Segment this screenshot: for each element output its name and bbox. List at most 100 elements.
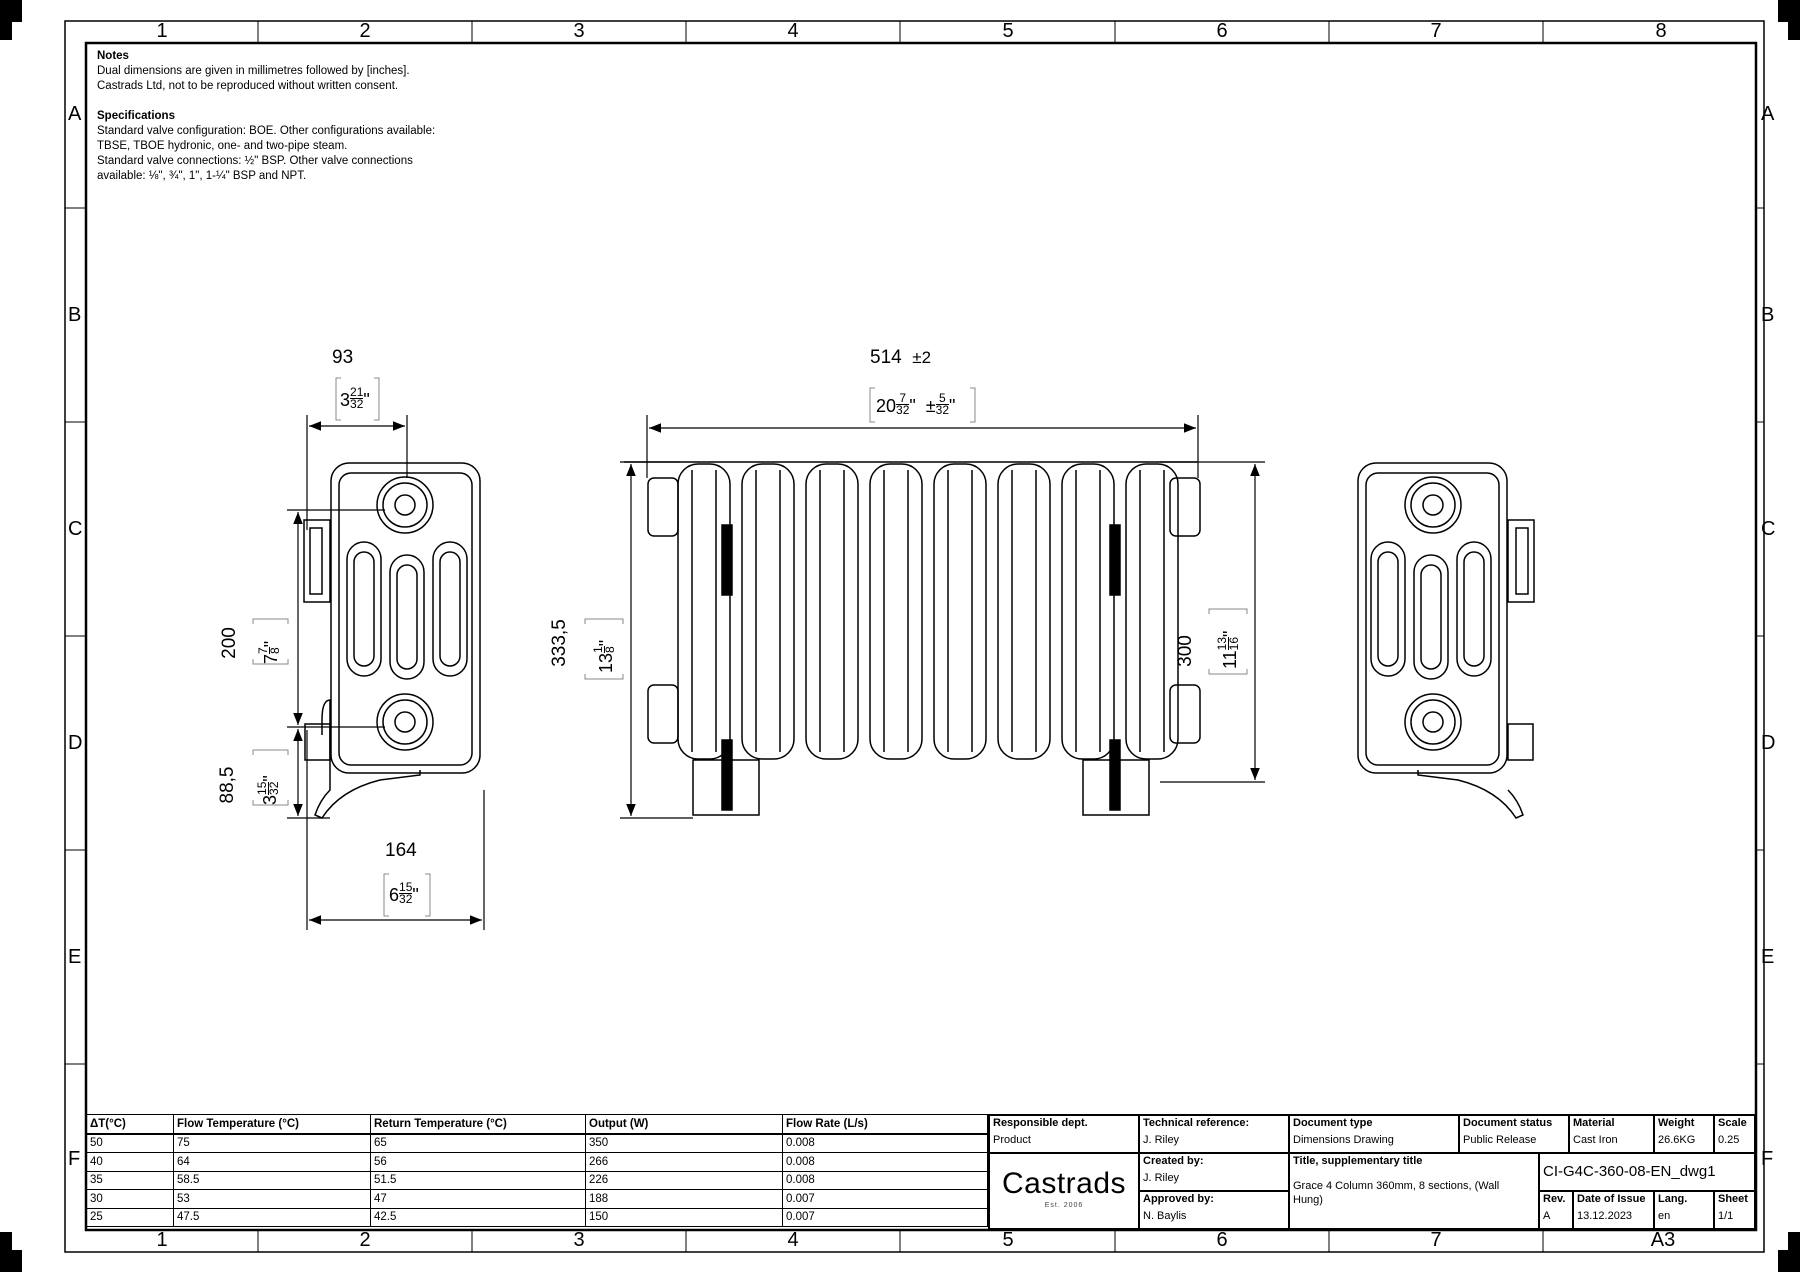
spec-line: Standard valve connections: ½" BSP. Othe… bbox=[97, 155, 413, 167]
dim-den: 32 bbox=[399, 892, 413, 906]
dim-side-bottom-mm: 164 bbox=[385, 840, 417, 861]
approved-by-cell: Approved by: N. Baylis bbox=[1139, 1191, 1289, 1229]
zone-col-7-bottom: 7 bbox=[1430, 1229, 1442, 1251]
field-label: Scale bbox=[1718, 1117, 1747, 1129]
field-value: Public Release bbox=[1463, 1134, 1537, 1146]
zone-col-4: 4 bbox=[787, 20, 799, 42]
specifications-heading: Specifications bbox=[97, 110, 175, 122]
created-by-cell: Created by: J. Riley bbox=[1139, 1153, 1289, 1191]
table-header: Flow Temperature (°C) bbox=[173, 1114, 371, 1135]
table-header: Output (W) bbox=[585, 1114, 783, 1135]
zone-row-c-right: C bbox=[1761, 518, 1776, 540]
table-cell: 25 bbox=[86, 1207, 174, 1227]
table-cell: 350 bbox=[585, 1133, 783, 1153]
dim-den: 32 bbox=[267, 781, 281, 795]
zone-row-d: D bbox=[68, 732, 83, 754]
sheet-cell: Sheet 1/1 bbox=[1714, 1191, 1755, 1229]
table-cell: 47 bbox=[370, 1189, 586, 1209]
field-value: 26.6KG bbox=[1658, 1134, 1696, 1146]
dim-whole: 7 bbox=[261, 653, 281, 664]
table-cell: 64 bbox=[173, 1152, 371, 1172]
zone-col-2: 2 bbox=[359, 20, 371, 42]
field-value: 13.12.2023 bbox=[1577, 1210, 1633, 1222]
zone-row-e: E bbox=[68, 946, 82, 968]
table-cell: 75 bbox=[173, 1133, 371, 1153]
dim-whole: 6 bbox=[389, 885, 400, 905]
table-cell: 188 bbox=[585, 1189, 783, 1209]
table-header: Flow Rate (L/s) bbox=[782, 1114, 988, 1135]
spec-line: Standard valve configuration: BOE. Other… bbox=[97, 125, 436, 137]
dim-num: 7 bbox=[896, 392, 910, 405]
dim-value: 514 bbox=[870, 347, 902, 368]
notes-block: Notes Dual dimensions are given in milli… bbox=[97, 49, 477, 184]
dim-num: 21 bbox=[350, 385, 364, 399]
dim-den: 32 bbox=[350, 397, 364, 411]
dim-tolerance: ±2 bbox=[912, 348, 932, 367]
field-label: Sheet bbox=[1718, 1193, 1748, 1205]
tech-ref-cell: Technical reference: J. Riley bbox=[1139, 1115, 1289, 1153]
zone-row-b-right: B bbox=[1761, 304, 1775, 326]
scale-cell: Scale 0.25 bbox=[1714, 1115, 1755, 1153]
zone-col-5-bottom: 5 bbox=[1002, 1229, 1014, 1251]
zone-col-6: 6 bbox=[1216, 20, 1228, 42]
dim-whole: 3 bbox=[260, 794, 280, 805]
weight-cell: Weight 26.6KG bbox=[1654, 1115, 1714, 1153]
table-cell: 42.5 bbox=[370, 1207, 586, 1227]
performance-table: ΔT(°C) Flow Temperature (°C) Return Temp… bbox=[86, 1114, 988, 1227]
dim-whole: 20 bbox=[876, 396, 897, 416]
field-value: Cast Iron bbox=[1573, 1134, 1618, 1146]
zone-col-3: 3 bbox=[573, 20, 585, 42]
field-label: Document status bbox=[1463, 1117, 1553, 1129]
field-label: Responsible dept. bbox=[993, 1117, 1088, 1129]
field-value: en bbox=[1658, 1210, 1671, 1222]
table-cell: 56 bbox=[370, 1152, 586, 1172]
dim-num: 15 bbox=[399, 880, 413, 894]
field-label: Created by: bbox=[1143, 1155, 1204, 1167]
side-view-right bbox=[1357, 462, 1535, 819]
field-label: Weight bbox=[1658, 1117, 1695, 1129]
logo-subtext: Est. 2006 bbox=[1044, 1202, 1084, 1209]
table-cell: 35 bbox=[86, 1170, 174, 1190]
table-cell: 50 bbox=[86, 1133, 174, 1153]
field-label: Approved by: bbox=[1143, 1193, 1214, 1205]
zone-row-f: F bbox=[68, 1148, 81, 1170]
field-value: 1/1 bbox=[1718, 1210, 1734, 1222]
spec-line: TBSE, TBOE hydronic, one- and two-pipe s… bbox=[97, 140, 348, 152]
zone-col-4-bottom: 4 bbox=[787, 1229, 799, 1251]
field-label: Rev. bbox=[1543, 1193, 1566, 1205]
dim-whole: 13 bbox=[596, 652, 616, 673]
table-cell: 0.008 bbox=[782, 1133, 988, 1153]
table-cell: 266 bbox=[585, 1152, 783, 1172]
date-cell: Date of Issue 13.12.2023 bbox=[1573, 1191, 1654, 1229]
zone-col-1: 1 bbox=[156, 20, 168, 42]
zone-col-7: 7 bbox=[1430, 20, 1442, 42]
field-label: Material bbox=[1573, 1117, 1615, 1129]
field-label: Lang. bbox=[1658, 1193, 1688, 1205]
table-cell: 51.5 bbox=[370, 1170, 586, 1190]
material-cell: Material Cast Iron bbox=[1569, 1115, 1654, 1153]
side-view-left bbox=[303, 462, 481, 819]
title-cell: Title, supplementary title Grace 4 Colum… bbox=[1289, 1153, 1539, 1229]
table-cell: 30 bbox=[86, 1189, 174, 1209]
table-cell: 47.5 bbox=[173, 1207, 371, 1227]
field-label: Document type bbox=[1293, 1117, 1373, 1129]
dim-front-height-mm: 333,5 bbox=[549, 619, 570, 667]
revision-cell: Rev. A bbox=[1539, 1191, 1573, 1229]
dim-front-centre-mm: 300 bbox=[1175, 635, 1196, 667]
zone-col-1-bottom: 1 bbox=[156, 1229, 168, 1251]
field-value: J. Riley bbox=[1143, 1134, 1180, 1146]
field-value: Dimensions Drawing bbox=[1293, 1134, 1394, 1146]
table-cell: 0.007 bbox=[782, 1189, 988, 1209]
front-view bbox=[624, 461, 1201, 816]
table-cell: 0.007 bbox=[782, 1207, 988, 1227]
dim-front-width-mm: 514 ±2 bbox=[870, 347, 931, 369]
field-value: A bbox=[1543, 1210, 1551, 1222]
dim-whole: 3 bbox=[340, 390, 351, 410]
document-number: CI-G4C-360-08-EN_dwg1 bbox=[1539, 1153, 1755, 1191]
